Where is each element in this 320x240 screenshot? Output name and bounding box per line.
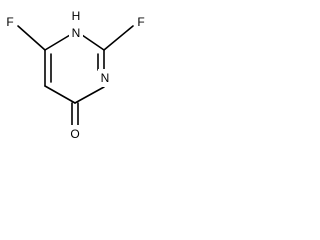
bond-c6-n1 [44,34,71,51]
fluorine-right-mask [134,14,147,29]
fluorine-right-label: F [137,15,144,29]
oxygen-bottom-label: O [70,127,79,141]
bond-lines [17,25,134,126]
bond-n1-c2 [81,34,105,51]
nitrogen-top-mask [69,8,83,40]
bond-n3-c4 [74,86,105,104]
nitrogen-right-label: N [101,71,110,85]
atom-labels: F F H N N O [4,8,147,141]
nitrogen-top-label: N [72,26,81,40]
bond-c2-f-right [103,25,134,51]
oxygen-bottom-mask [68,125,83,141]
nitrogen-right-mask [98,69,112,87]
chemical-structure-diagram: F F H N N O [4,8,147,141]
bond-c4-c5 [44,85,76,104]
nitrogen-top-h-label: H [72,9,81,23]
fluorine-left-mask [4,14,17,29]
bond-c6-f-left [17,25,46,51]
fluorine-left-label: F [6,15,13,29]
